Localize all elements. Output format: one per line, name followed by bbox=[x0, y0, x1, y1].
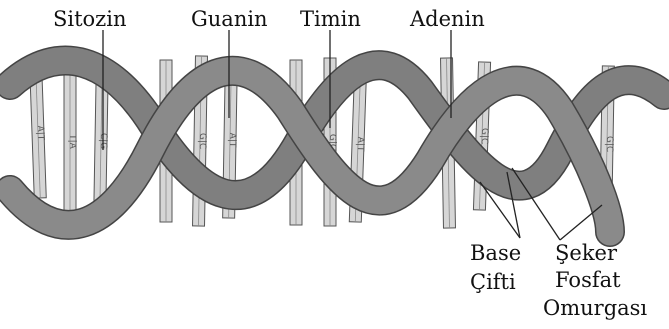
rung-pair-label: G|C bbox=[604, 136, 614, 152]
rung-pair-label: G|C bbox=[197, 133, 207, 149]
label-guanin: Guanin bbox=[191, 9, 268, 30]
rung-pair-label: T|A bbox=[67, 133, 77, 150]
label-backbone-line1: Şeker bbox=[555, 243, 617, 264]
label-timin: Timin bbox=[300, 9, 361, 30]
rung-pair-label: A|T bbox=[35, 125, 46, 141]
label-backbone-line2: Fosfat bbox=[555, 270, 621, 291]
label-base-pair-line2: Çifti bbox=[470, 272, 516, 293]
base-pair-rung: A|T bbox=[30, 68, 48, 198]
rung-pair-label: G|C bbox=[479, 128, 490, 145]
base-pair-rung: T|A bbox=[64, 58, 77, 225]
rung-pair-label: A|T bbox=[355, 137, 366, 153]
label-sitozin: Sitozin bbox=[53, 9, 127, 30]
label-backbone-line3: Omurgası bbox=[543, 298, 647, 319]
label-base-pair-line1: Base bbox=[470, 243, 521, 264]
rung-pair-label: A|T bbox=[227, 133, 237, 148]
label-adenin: Adenin bbox=[410, 9, 485, 30]
